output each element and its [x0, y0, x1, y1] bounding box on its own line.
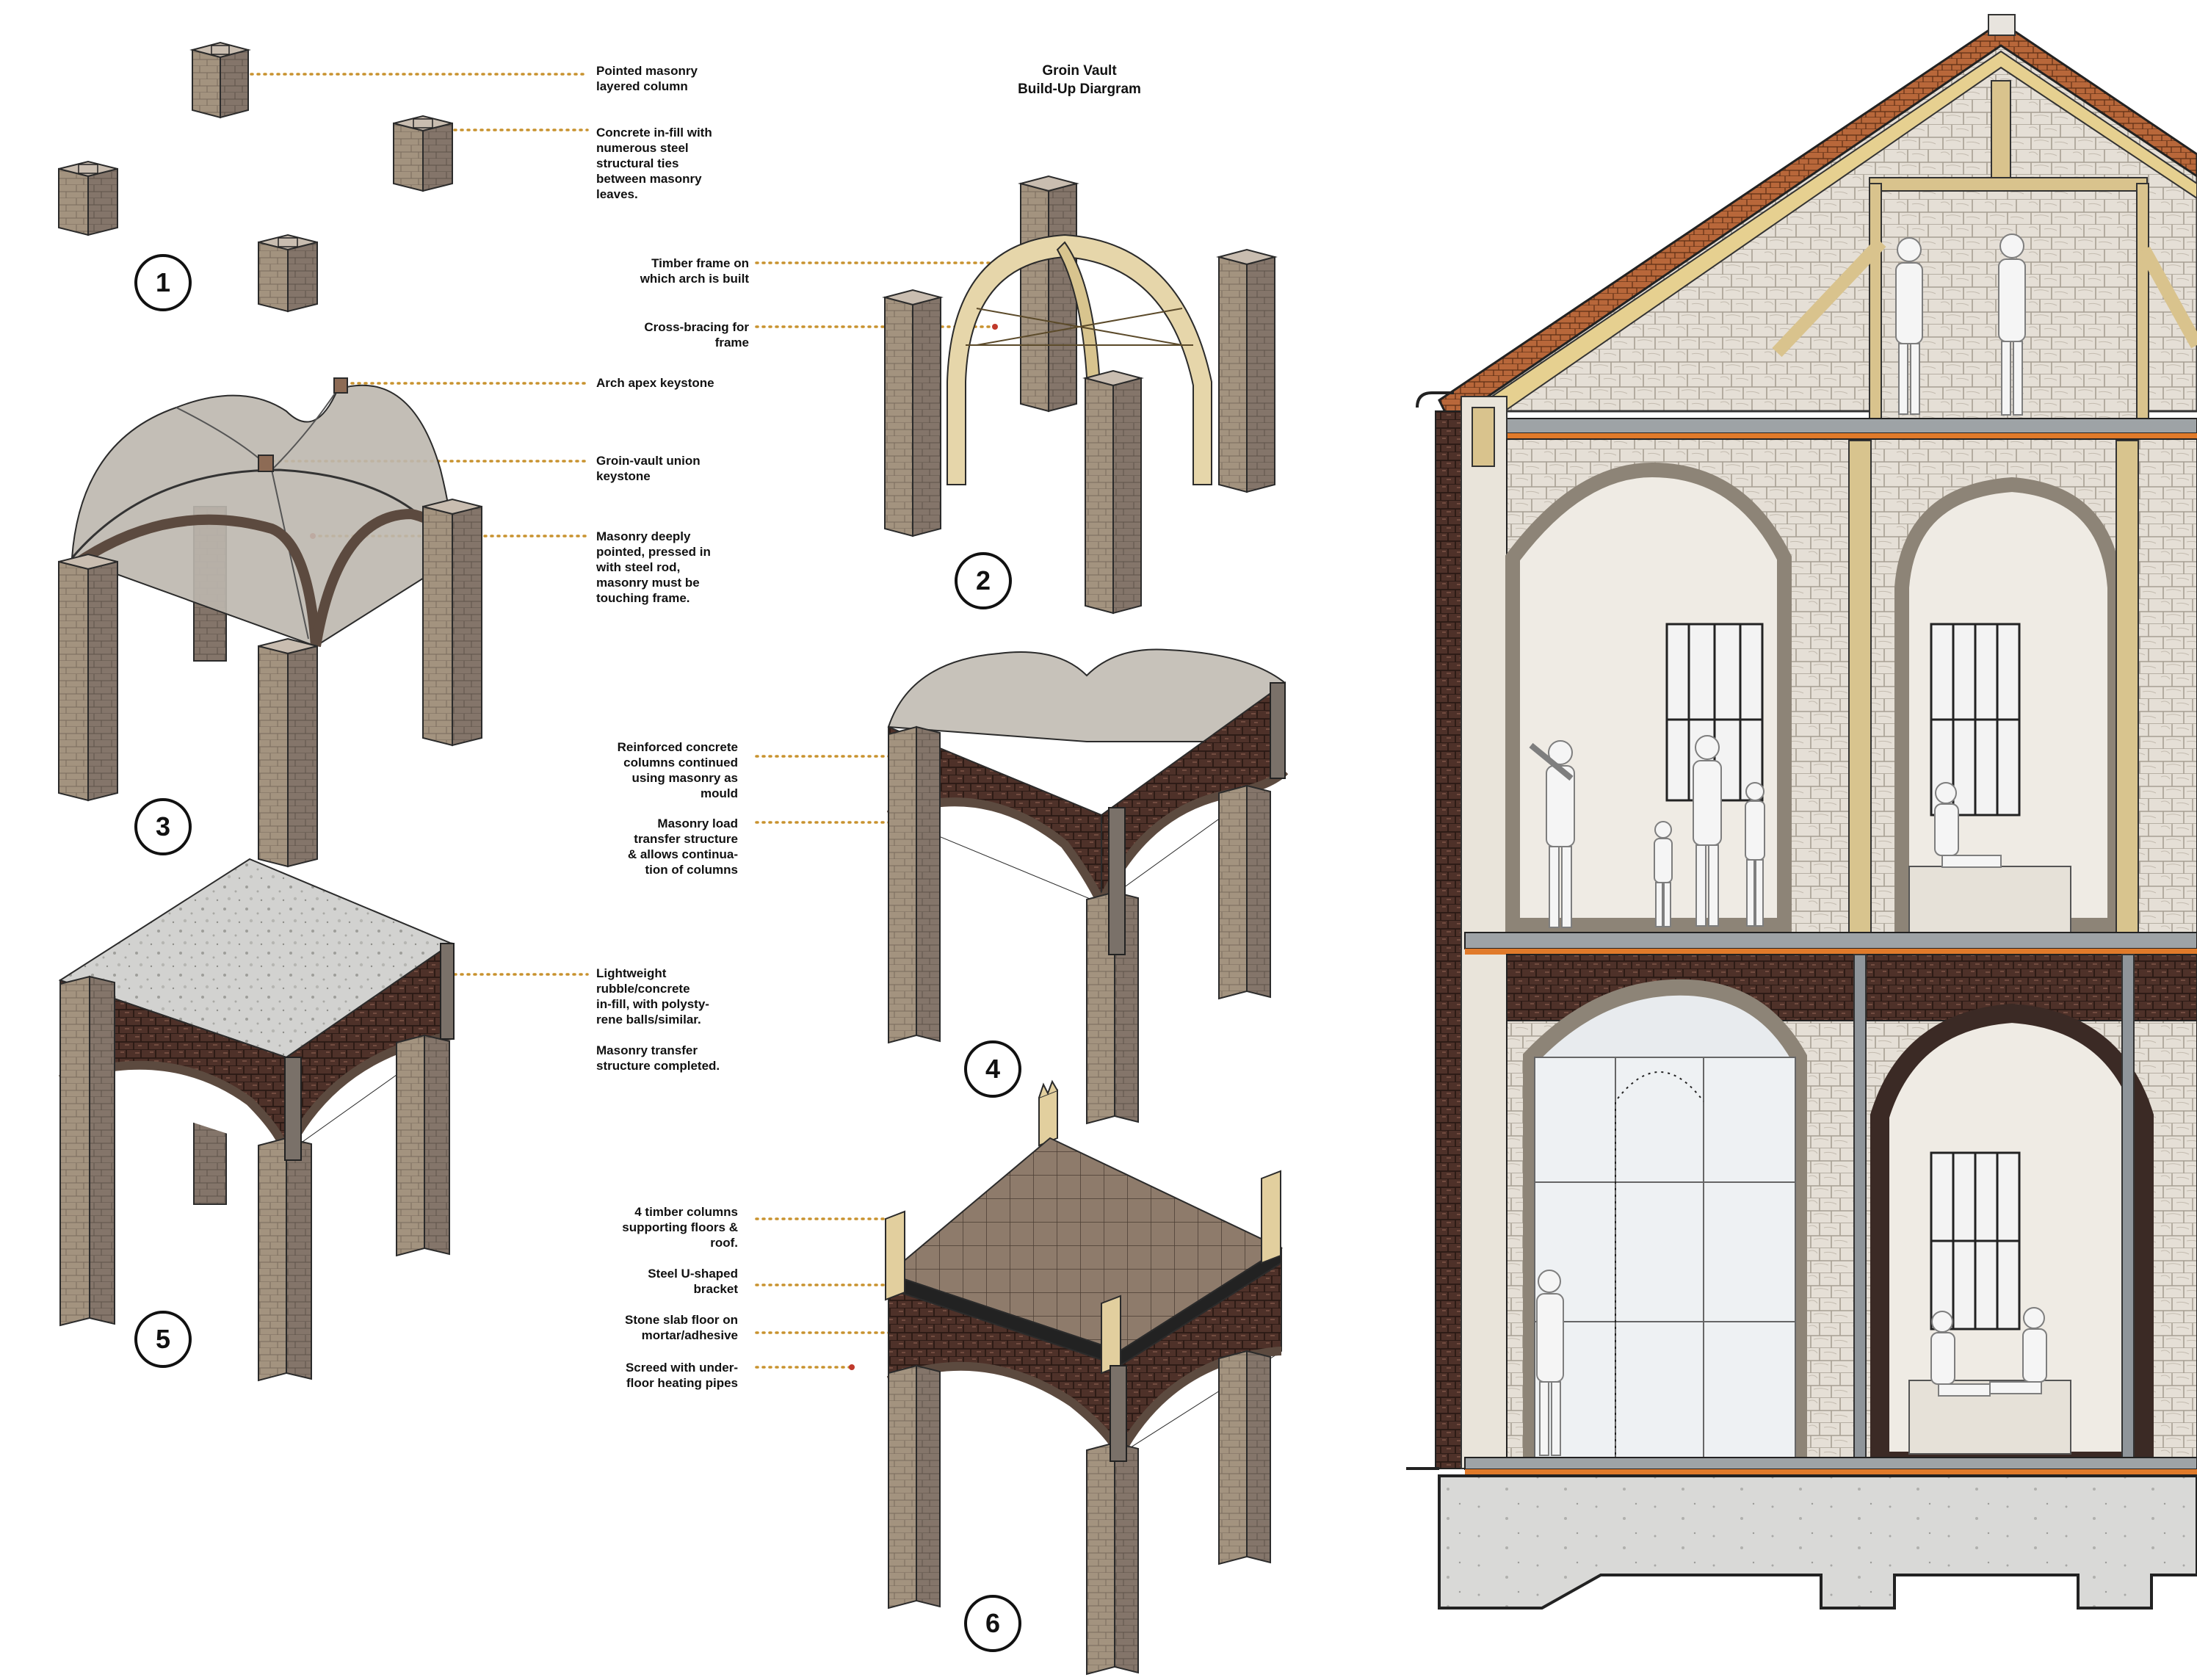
label-cross-bracing: Cross-bracing for frame — [644, 320, 749, 350]
step-3-groin-vault — [58, 377, 482, 868]
column-2-front — [1082, 369, 1144, 615]
person-attic-1 — [1895, 237, 1923, 415]
column-3-front — [258, 637, 318, 868]
window-seat-upper — [1908, 866, 2071, 933]
left-wall-rubble — [1435, 410, 1466, 1469]
label-timber-frame: Timber frame on which arch is built — [640, 256, 749, 286]
window-ground-mid — [1930, 1151, 2021, 1330]
arch-front-left — [70, 514, 321, 647]
glazed-screen — [1534, 1057, 1796, 1462]
gutter — [1416, 391, 1454, 408]
attic-collar-beam — [1869, 177, 2148, 192]
column-6-front — [1086, 1441, 1139, 1676]
label-pointed-masonry: Pointed masonry layered column — [596, 64, 698, 93]
vault-shell — [70, 384, 457, 648]
person-ground-seated-1 — [1930, 1311, 1991, 1397]
window-upper-mid — [1930, 623, 2021, 817]
steel-column — [1853, 954, 1867, 1484]
foundation — [1438, 1474, 2197, 1610]
column-4-right — [1218, 784, 1271, 1000]
column-5-front — [258, 1137, 312, 1382]
column-3-right — [422, 498, 482, 747]
label-groin-vault-keystone: Groin-vault union keystone — [596, 454, 701, 483]
label-lightweight-infill: Lightweight rubble/concrete in-fill, wit… — [596, 966, 720, 1073]
ground-floor-slab — [1464, 1457, 2197, 1470]
step-number-5: 5 — [134, 1311, 192, 1368]
timber-arch-frame — [947, 233, 1212, 485]
column-1c — [393, 115, 453, 192]
building-section — [1406, 14, 2197, 1610]
person-upper-child-2 — [1745, 782, 1765, 927]
first-floor-slab — [1464, 932, 2197, 949]
column-1a — [189, 41, 251, 119]
person-attic-2 — [1998, 233, 2026, 416]
column-6-right — [1218, 1350, 1271, 1565]
step-number-4: 4 — [964, 1040, 1021, 1098]
person-ground-1 — [1536, 1270, 1564, 1456]
column-4-left — [888, 725, 941, 1044]
column-2-back — [1018, 175, 1079, 413]
label-screed-heating: Screed with under- floor heating pipes — [625, 1361, 738, 1390]
timber-column-left — [885, 1210, 905, 1301]
column-1b — [58, 160, 118, 236]
label-steel-bracket: Steel U-shaped bracket — [648, 1267, 738, 1296]
column-6-left — [888, 1364, 941, 1610]
timber-column-front — [1101, 1295, 1121, 1375]
people-figures — [1529, 233, 2047, 1456]
label-timber-columns: 4 timber columns supporting floors & roo… — [622, 1205, 738, 1250]
step-number-3: 3 — [134, 798, 192, 855]
label-masonry-load-transfer: Masonry load transfer structure & allows… — [627, 817, 738, 877]
timber-column-b — [2115, 440, 2139, 955]
label-arch-apex-keystone: Arch apex keystone — [596, 376, 714, 390]
label-stone-slab-floor: Stone slab floor on mortar/adhesive — [625, 1313, 738, 1342]
ridge-cap — [1988, 14, 2016, 36]
step-1-columns — [58, 41, 453, 313]
column-1d — [258, 233, 318, 313]
person-upper-seated — [1934, 782, 2002, 868]
diagram-title: Groin Vault Build-Up Diargram — [1018, 63, 1141, 97]
step-number-6: 6 — [964, 1595, 1021, 1652]
label-masonry-pointed: Masonry deeply pointed, pressed in with … — [596, 529, 711, 605]
step-number-2: 2 — [955, 552, 1012, 609]
person-upper-2 — [1693, 735, 1722, 927]
person-upper-child-1 — [1654, 821, 1673, 927]
column-5-right — [396, 1034, 450, 1257]
label-concrete-infill: Concrete in-fill with numerous steel str… — [596, 126, 712, 201]
step-5-infill — [58, 858, 455, 1382]
column-2-left — [882, 289, 944, 537]
column-5-left — [59, 975, 115, 1327]
king-post — [1991, 80, 2011, 184]
attic-floor — [1464, 418, 2197, 434]
person-upper-1 — [1529, 740, 1575, 928]
timber-column-top — [1038, 1079, 1058, 1147]
person-ground-seated-2 — [1989, 1307, 2047, 1394]
timber-column-right — [1261, 1170, 1281, 1264]
label-reinforced-columns: Reinforced concrete columns continued us… — [617, 740, 738, 800]
step-6-floor-deck — [885, 1079, 1284, 1676]
column-2-right — [1216, 248, 1278, 493]
step-4-masonry-transfer — [886, 648, 1289, 1125]
step-2-timber-frame — [882, 175, 1278, 615]
step-number-1: 1 — [134, 254, 192, 311]
column-3-left — [58, 553, 118, 802]
